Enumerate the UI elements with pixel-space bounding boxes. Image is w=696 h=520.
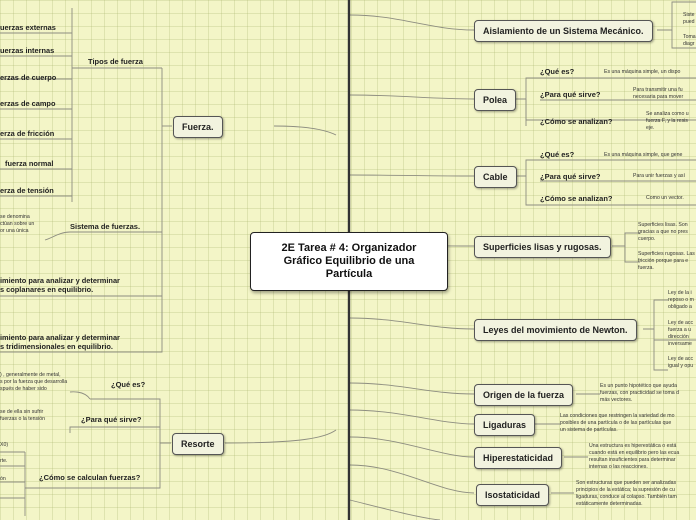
link-central-fuerza — [273, 125, 337, 136]
resorte-como-frag3: ón — [0, 476, 6, 482]
topic-superficies[interactable]: Superficies lisas y rugosas. — [474, 236, 611, 258]
central-title-line1: 2E Tarea # 4: Organizador — [281, 242, 417, 254]
topic-isostaticidad[interactable]: Isostaticidad — [476, 484, 550, 506]
tipo-fuerza-normal[interactable]: fuerza normal — [5, 159, 54, 168]
topic-polea[interactable]: Polea — [474, 89, 517, 111]
polea-como-label[interactable]: ¿Cómo se analizan? — [540, 117, 613, 126]
topic-cable[interactable]: Cable — [474, 166, 517, 188]
tipo-fuerzas-campo[interactable]: erzas de campo — [0, 99, 56, 108]
subtopic-coplanares[interactable]: imiento para analizar y determinar s cop… — [0, 276, 120, 294]
central-topic[interactable]: 2E Tarea # 4: Organizador Gráfico Equili… — [250, 232, 448, 291]
central-title-line2: Gráfico Equilibrio de una — [283, 255, 415, 267]
topic-origen-fuerza[interactable]: Origen de la fuerza — [474, 384, 574, 406]
isostaticidad-desc: Son estructuras que pueden ser analizada… — [576, 480, 677, 507]
resorte-que-es-label[interactable]: ¿Qué es? — [111, 380, 146, 389]
tipo-fuerzas-externas[interactable]: uerzas externas — [0, 23, 56, 32]
link-sistema — [44, 231, 162, 241]
link-resorte-que — [90, 398, 171, 444]
topic-hiperestaticidad[interactable]: Hiperestaticidad — [474, 447, 563, 469]
tipo-fuerza-friccion[interactable]: erza de fricción — [0, 129, 55, 138]
resorte-como-label[interactable]: ¿Cómo se calculan fuerzas? — [39, 473, 141, 482]
resorte-como-frag2: rte. — [0, 458, 8, 464]
left-branch-trunk — [150, 68, 163, 353]
topic-leyes-newton[interactable]: Leyes del movimiento de Newton. — [474, 319, 637, 341]
link-polea — [349, 94, 475, 100]
cable-para-que-desc: Para unir fuerzas y así — [633, 173, 685, 179]
topic-ligaduras[interactable]: Ligaduras — [474, 414, 536, 436]
link-resorte-como — [25, 443, 161, 489]
polea-que-es-label[interactable]: ¿Qué es? — [540, 67, 575, 76]
polea-para-que-label[interactable]: ¿Para qué sirve? — [540, 90, 601, 99]
link-hiperestaticidad — [349, 436, 475, 458]
cable-como-label[interactable]: ¿Cómo se analizan? — [540, 194, 613, 203]
link-aislamiento — [349, 14, 475, 31]
polea-que-es-desc: Es una máquina simple, un dispo — [604, 69, 681, 75]
subtopic-tridimensionales[interactable]: imiento para analizar y determinar s tri… — [0, 333, 120, 351]
topic-aislamiento[interactable]: Aislamiento de un Sistema Mecánico. — [474, 20, 653, 42]
cable-para-que-label[interactable]: ¿Para qué sirve? — [540, 172, 601, 181]
subtopic-sistema-fuerzas[interactable]: Sistema de fuerzas. — [70, 222, 141, 231]
link-cable — [349, 174, 475, 177]
resorte-para-que-desc: se de ella sin sufrir fuerzas o la tensi… — [0, 409, 45, 422]
link-newton — [349, 317, 475, 330]
resorte-que-es-desc: ) , generalmente de metal, s por la fuer… — [0, 372, 68, 392]
topic-fuerza[interactable]: Fuerza. — [173, 116, 223, 138]
cable-que-es-desc: Es una máquina simple, que gene — [604, 152, 683, 158]
resorte-para-que-label[interactable]: ¿Para qué sirve? — [81, 415, 142, 424]
central-title-line3: Partícula — [325, 268, 373, 280]
ligaduras-desc: Las condiciones que restringen la varied… — [560, 413, 675, 433]
link-isostaticidad — [349, 464, 475, 494]
tipo-fuerza-tension[interactable]: erza de tensión — [0, 186, 54, 195]
tipo-fuerzas-internas[interactable]: uerzas internas — [0, 46, 55, 55]
link-origen — [349, 382, 475, 395]
subtopic-tipos-fuerza[interactable]: Tipos de fuerza — [88, 57, 143, 66]
cable-que-es-label[interactable]: ¿Qué es? — [540, 150, 575, 159]
link-ligaduras — [349, 409, 475, 425]
link-resorte-para — [69, 426, 160, 433]
cable-como-desc: Como un vector. — [646, 195, 684, 201]
resorte-como-frag1: X0) — [0, 442, 9, 448]
topic-resorte[interactable]: Resorte — [172, 433, 224, 455]
sistema-fuerzas-desc: se denomina ctúan sobre un or una única — [0, 214, 35, 234]
link-central-resorte — [224, 429, 337, 444]
tipo-fuerzas-cuerpo[interactable]: erzas de cuerpo — [0, 73, 57, 82]
